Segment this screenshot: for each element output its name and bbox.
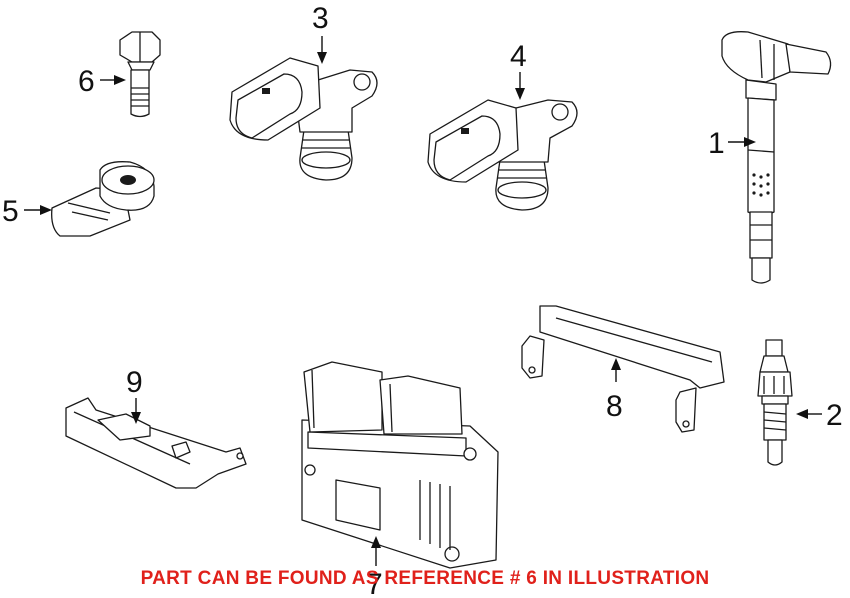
part-knock-sensor: [51, 161, 155, 237]
part-ignition-coil: [721, 31, 832, 284]
part-bolt: [119, 31, 161, 118]
callout-8: 8: [606, 390, 623, 423]
arrow-7: [371, 536, 381, 566]
arrow-4: [515, 72, 525, 100]
callout-1: 1: [708, 127, 725, 160]
callout-9: 9: [126, 366, 143, 399]
reference-note: PART CAN BE FOUND AS REFERENCE # 6 IN IL…: [140, 568, 710, 589]
arrow-2: [796, 409, 822, 419]
arrow-5: [24, 205, 52, 215]
part-camshaft-sensor-3: [229, 57, 378, 181]
callout-5: 5: [2, 195, 19, 228]
callout-4: 4: [510, 40, 527, 73]
part-spark-plug: [757, 339, 793, 466]
callout-3: 3: [312, 2, 329, 35]
arrow-8: [611, 358, 621, 382]
arrow-3: [317, 36, 327, 64]
part-ecu-bracket: [65, 397, 247, 489]
part-mounting-bracket: [521, 305, 725, 433]
callout-6: 6: [78, 65, 95, 98]
arrow-6: [100, 75, 126, 85]
callout-2: 2: [826, 399, 843, 432]
callout-7: 7: [366, 568, 383, 598]
part-camshaft-sensor-4: [427, 99, 578, 211]
part-engine-control-module: [301, 361, 499, 569]
arrow-1: [728, 137, 756, 147]
arrow-9: [131, 398, 141, 424]
